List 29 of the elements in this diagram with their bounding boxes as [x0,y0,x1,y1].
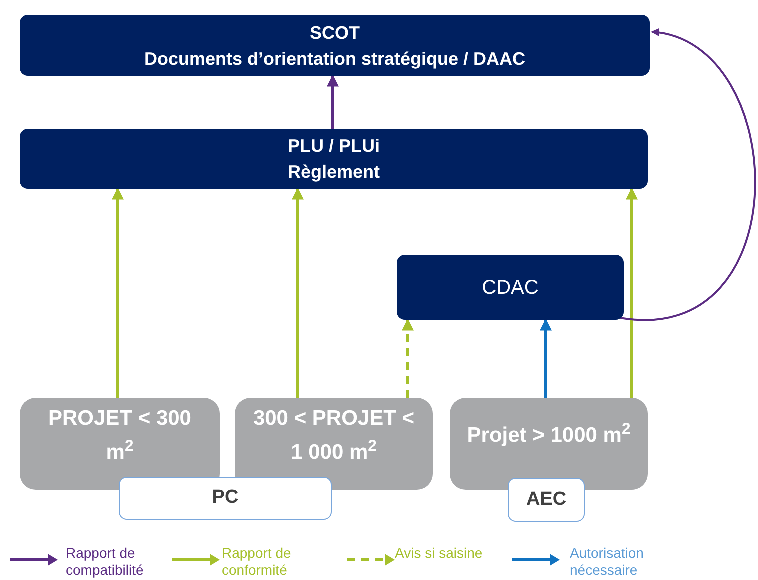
arrow [112,188,124,398]
permit-box [119,477,332,520]
arrow [327,74,339,129]
node-label: PLU / PLUi [288,135,380,158]
node-label: Projet > 1000 m$^{2}$ [467,420,631,449]
arrow [292,188,304,398]
node-label: 300 < PROJET < 1 000 m$^{2}$ [252,406,416,466]
document-box [20,129,648,189]
project-box [450,398,648,490]
arrow [620,30,756,320]
commission-box [397,255,624,320]
node-label: PROJET < 300 m$^{2}$ [48,406,192,466]
project-box [235,398,433,490]
node-label: CDAC [482,276,539,300]
node-label: SCOT [310,22,360,44]
document-box [20,15,650,76]
legend-label: Rapport de compatibilité [66,545,145,579]
node-label: Documents d’orientation stratégique / DAAC [144,48,526,71]
permit-box [508,478,585,522]
node-label: AEC [526,488,567,512]
node-label: Règlement [288,161,380,184]
node-label: PC [212,486,239,510]
project-box [20,398,220,490]
arrow [626,188,638,398]
legend-label: Rapport de conformité [222,545,292,579]
legend-label: Autorisation nécessaire [570,545,645,579]
legend-label: Avis si saisine [395,545,484,562]
arrow [402,318,414,398]
arrow [540,318,552,398]
